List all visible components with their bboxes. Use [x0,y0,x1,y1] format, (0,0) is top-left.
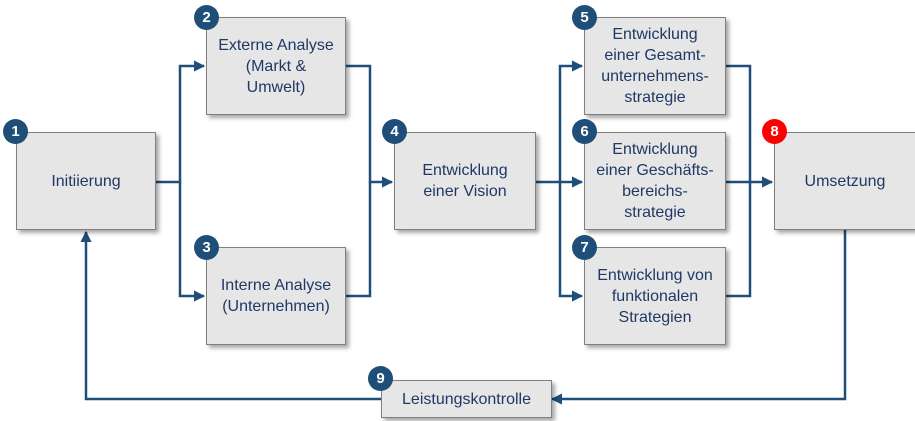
step-box-externe-analyse: Externe Analyse (Markt & Umwelt) [206,17,346,115]
step-label: Entwicklung einer Vision [422,162,508,200]
step-label: Umsetzung [804,172,886,190]
step-number-badge: 1 [3,119,28,144]
arrow-1-to-3 [178,182,206,302]
step-label: Initiierung [51,172,121,190]
step-box-geschaeftsbereichsstrategie: Entwicklung einer Geschäfts- bereichs- s… [584,132,726,230]
step-number-badge: 6 [572,119,597,144]
step-number-badge: 4 [382,119,407,144]
step-box-leistungskontrolle: Leistungskontrolle [381,380,552,418]
step-box-interne-analyse: Interne Analyse (Unternehmen) [206,247,346,345]
step-box-gesamtunternehmensstrategie: Entwicklung einer Gesamt- unternehmens- … [584,17,726,115]
arrow-7-to-8 [726,182,752,298]
step-box-vision: Entwicklung einer Vision [394,132,536,230]
step-box-umsetzung: Umsetzung [774,132,915,230]
step-number-badge: 9 [368,366,393,391]
step-label: Interne Analyse (Unternehmen) [220,277,332,315]
step-number-badge: 7 [572,235,597,260]
step-number-badge: 2 [194,5,219,30]
arrow-9-to-1 [80,230,381,401]
step-number-badge: 3 [194,235,219,260]
step-label: Entwicklung von funktionalen Strategien [597,266,713,326]
arrow-4-to-5 [536,60,584,184]
step-label: Entwicklung einer Geschäfts- bereichs- s… [596,141,714,221]
arrow-5-to-8 [726,64,774,188]
arrow-4-to-7 [558,182,584,302]
arrow-3-to-4 [346,182,372,298]
arrow-8-to-9 [550,230,847,405]
step-label: Externe Analyse (Markt & Umwelt) [218,36,334,96]
arrow-2-to-4 [346,64,394,188]
arrow-1-to-2 [156,60,206,184]
step-box-initiierung: Initiierung [16,132,156,230]
step-number-badge: 5 [572,5,597,30]
step-number-badge-highlight: 8 [762,119,787,144]
step-label: Entwicklung einer Gesamt- unternehmens- … [601,26,709,106]
step-box-funktionale-strategien: Entwicklung von funktionalen Strategien [584,247,726,345]
step-label: Leistungskontrolle [402,390,531,408]
